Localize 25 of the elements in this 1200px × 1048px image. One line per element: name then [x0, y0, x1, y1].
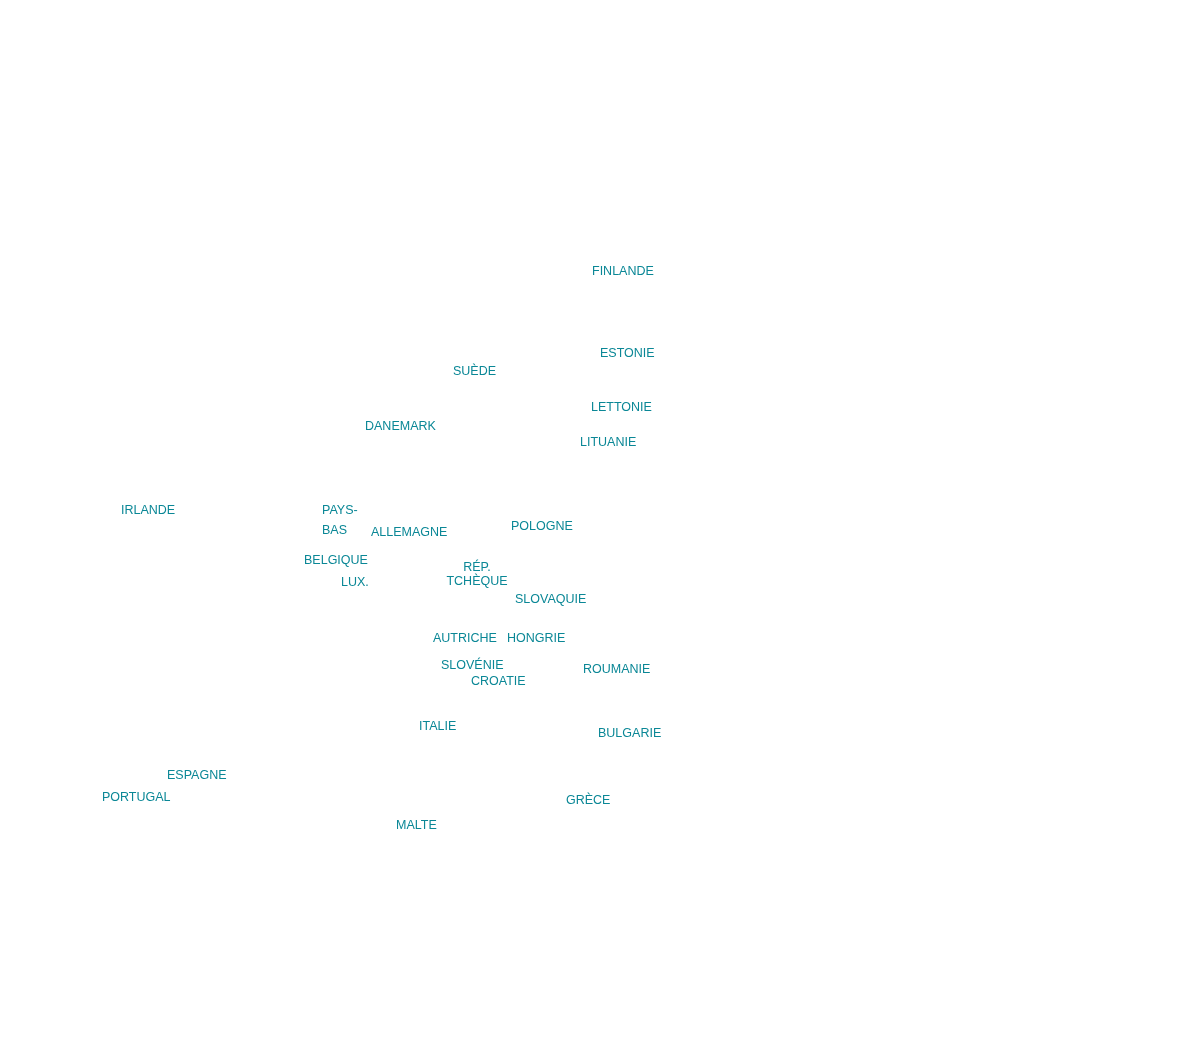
- country-label: SUÈDE: [453, 362, 497, 380]
- country-label: LETTONIE: [591, 399, 652, 416]
- country-label: SLOVAQUIE: [515, 591, 587, 608]
- country-label: LUX.: [341, 574, 369, 591]
- country-label: BULGARIE: [598, 725, 662, 742]
- country-label: PORTUGAL: [102, 789, 171, 806]
- country-label: ITALIE: [419, 718, 457, 735]
- country-label: LITUANIE: [580, 434, 637, 451]
- country-label: BELGIQUE: [304, 552, 368, 569]
- country-label: MALTE: [396, 817, 437, 834]
- country-label: CROATIE: [471, 673, 526, 690]
- country-label: FINLANDE: [592, 263, 654, 280]
- country-label: SLOVÉNIE: [441, 656, 504, 674]
- country-label: DANEMARK: [365, 418, 436, 435]
- country-label: POLOGNE: [511, 518, 573, 535]
- country-label: ROUMANIE: [583, 661, 651, 678]
- country-label: ESPAGNE: [167, 767, 227, 784]
- country-label: PAYS-BAS: [322, 502, 359, 539]
- country-label: HONGRIE: [507, 630, 566, 647]
- country-label: IRLANDE: [121, 502, 176, 519]
- country-label: ESTONIE: [600, 345, 655, 362]
- country-label: GRÈCE: [566, 791, 611, 809]
- country-label: RÉP. TCHÈQUE: [445, 560, 509, 588]
- country-label: AUTRICHE: [433, 630, 497, 647]
- country-label: ALLEMAGNE: [371, 524, 448, 541]
